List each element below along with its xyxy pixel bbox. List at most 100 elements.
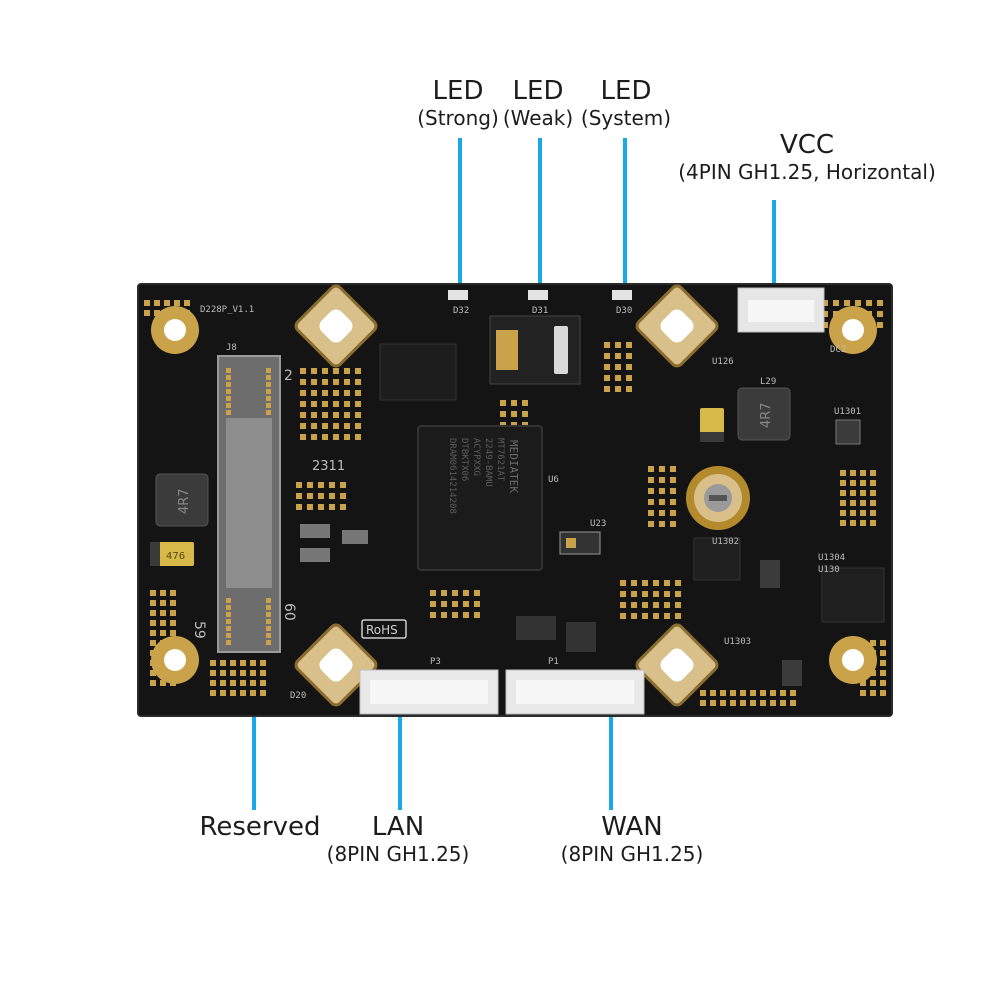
via-dot xyxy=(260,690,266,696)
via-dot xyxy=(700,690,706,696)
via-dot xyxy=(220,690,226,696)
wan-label: WAN (8PIN GH1.25) xyxy=(560,812,704,866)
via-dot xyxy=(604,386,610,392)
via-dot xyxy=(311,434,317,440)
via-dot xyxy=(659,466,665,472)
via-dot xyxy=(474,612,480,618)
svg-text:U1301: U1301 xyxy=(834,407,861,417)
via-dot xyxy=(653,591,659,597)
via-dot xyxy=(840,490,846,496)
via-dot xyxy=(860,510,866,516)
wan-connector xyxy=(505,669,645,715)
via-dot xyxy=(631,580,637,586)
reserved-label: Reserved xyxy=(199,812,321,842)
standoff-bottom-right xyxy=(635,623,719,707)
via-dot xyxy=(710,690,716,696)
via-dot xyxy=(170,630,176,636)
via-dot xyxy=(441,612,447,618)
via-dot xyxy=(260,660,266,666)
via-dot xyxy=(860,690,866,696)
via-dot xyxy=(642,591,648,597)
via-dot xyxy=(877,300,883,306)
via-dot xyxy=(474,601,480,607)
svg-text:P3: P3 xyxy=(430,657,441,667)
via-dot xyxy=(240,690,246,696)
via-dot xyxy=(266,368,271,373)
via-dot xyxy=(311,368,317,374)
via-dot xyxy=(850,500,856,506)
via-dot xyxy=(870,510,876,516)
via-dot xyxy=(160,590,166,596)
via-dot xyxy=(653,613,659,619)
inductor-left: 4R7 xyxy=(155,473,209,527)
via-dot xyxy=(144,300,150,306)
via-dot xyxy=(642,613,648,619)
via-dot xyxy=(250,660,256,666)
via-dot xyxy=(266,633,271,638)
via-dot xyxy=(174,300,180,306)
via-dot xyxy=(307,504,313,510)
via-dot xyxy=(659,499,665,505)
via-dot xyxy=(664,602,670,608)
via-dot xyxy=(670,499,676,505)
cap-left: 476 xyxy=(150,542,194,566)
via-dot xyxy=(866,300,872,306)
via-dot xyxy=(840,500,846,506)
via-dot xyxy=(850,490,856,496)
via-dot xyxy=(226,375,231,380)
via-dot xyxy=(750,700,756,706)
via-dot xyxy=(250,680,256,686)
via-dot xyxy=(266,612,271,617)
via-dot xyxy=(266,382,271,387)
via-dot xyxy=(700,700,706,706)
via-dot xyxy=(844,300,850,306)
via-dot xyxy=(355,379,361,385)
via-dot xyxy=(463,590,469,596)
via-dot xyxy=(790,700,796,706)
ic-u1302 xyxy=(693,537,741,581)
via-dot xyxy=(329,482,335,488)
led-strong-leader xyxy=(458,138,462,293)
via-dot xyxy=(452,590,458,596)
svg-text:D20: D20 xyxy=(290,691,306,701)
via-dot xyxy=(870,470,876,476)
via-dot xyxy=(675,613,681,619)
via-dot xyxy=(441,590,447,596)
via-dot xyxy=(790,690,796,696)
via-dot xyxy=(522,411,528,417)
via-dot xyxy=(300,423,306,429)
via-dot xyxy=(659,521,665,527)
via-dot xyxy=(226,403,231,408)
via-dot xyxy=(333,368,339,374)
via-dot xyxy=(355,368,361,374)
cap-right xyxy=(700,408,724,442)
via-dot xyxy=(441,601,447,607)
svg-text:4R7: 4R7 xyxy=(759,402,774,428)
svg-text:U23: U23 xyxy=(590,519,606,529)
via-dot xyxy=(266,389,271,394)
via-dot xyxy=(226,605,231,610)
via-dot xyxy=(300,368,306,374)
via-dot xyxy=(184,300,190,306)
via-dot xyxy=(860,470,866,476)
led-system xyxy=(612,290,632,300)
via-dot xyxy=(626,375,632,381)
via-dot xyxy=(870,520,876,526)
via-dot xyxy=(300,379,306,385)
svg-text:L29: L29 xyxy=(760,377,776,387)
via-dot xyxy=(333,412,339,418)
via-dot xyxy=(333,379,339,385)
via-dot xyxy=(642,602,648,608)
via-dot xyxy=(154,310,160,316)
via-dot xyxy=(170,600,176,606)
via-dot xyxy=(604,364,610,370)
svg-text:4R7: 4R7 xyxy=(177,488,192,514)
via-dot xyxy=(226,368,231,373)
via-dot xyxy=(322,412,328,418)
svg-text:DC2: DC2 xyxy=(830,345,846,355)
via-dot xyxy=(675,591,681,597)
via-dot xyxy=(250,690,256,696)
chip-marking-line: MT7621AT xyxy=(495,438,505,482)
via-dot xyxy=(870,690,876,696)
